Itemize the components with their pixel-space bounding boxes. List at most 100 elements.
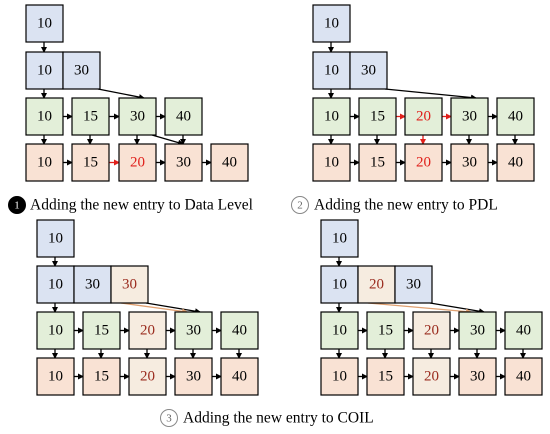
panel-4-level2-cell-4 [458, 311, 497, 350]
panel-2-level2-cell-2 [358, 97, 397, 136]
panel-2-data-cell-1 [312, 143, 351, 182]
panel-4-data-cell-3 [412, 357, 451, 396]
panel-2-root-label-1: 10 [324, 16, 339, 32]
panel-3-level1-label-2: 30 [85, 277, 100, 293]
panel-2-caption: Adding the new entry to PDL [314, 197, 498, 214]
panel-2-data-label-2: 15 [370, 155, 385, 171]
panel-4-level2-cell-5 [504, 311, 543, 350]
panel-4-data-label-1: 10 [332, 369, 347, 385]
panel-3-step-marker [160, 409, 178, 427]
panel-3-level2-cell-2 [82, 311, 121, 350]
panel-2-level1-cell-1 [312, 51, 351, 90]
panel-1-level2-fan-arrow [151, 134, 184, 146]
panel-4-level2-cell-3 [412, 311, 451, 350]
panel-2-step-marker [291, 196, 309, 214]
panel-2-data-cell-3 [404, 143, 443, 182]
panel-1-level2-label-1: 10 [37, 109, 52, 125]
panel-2-level1-fan-arrow [384, 88, 477, 101]
panel-3-data-cell-5 [220, 357, 259, 396]
panel-1-data-label-4: 30 [176, 155, 191, 171]
panel-3-level1-cell-3 [110, 265, 149, 304]
panel-1-data-cell-3 [118, 143, 157, 182]
panel-2-data-label-5: 40 [508, 155, 523, 171]
panel-4-level2-cell-2 [366, 311, 405, 350]
panel-3-data-cell-2 [82, 357, 121, 396]
panel-4-level1-fan-arrow [429, 302, 485, 315]
panel-2-data-cell-5 [496, 143, 535, 182]
panel-1-level1-label-1: 10 [37, 63, 52, 79]
panel-3-data-cell-3 [128, 357, 167, 396]
panel-4-level1-cell-2 [357, 265, 396, 304]
panel-1-level1-cell-2 [62, 51, 101, 90]
panel-4-data-cell-4 [458, 357, 497, 396]
panel-3-level1-new-arrow [120, 302, 188, 315]
panel-3-level1-label-1: 10 [48, 277, 63, 293]
panel-2-step-number: 2 [297, 200, 303, 212]
panel-2-level2-cell-5 [496, 97, 535, 136]
panel-1-data-label-3: 20 [130, 155, 145, 171]
arrows-layer [41, 42, 526, 380]
panel-4-data-label-4: 30 [470, 369, 485, 385]
panel-1-level2-cell-1 [25, 97, 64, 136]
panel-4-level1-label-3: 30 [406, 277, 421, 293]
panel-4-level2-cell-1 [320, 311, 359, 350]
panel-3-data-label-5: 40 [232, 369, 247, 385]
panel-2-level1-label-1: 10 [324, 63, 339, 79]
panel-3-level2-label-2: 15 [94, 323, 109, 339]
panel-4-level1-label-2: 20 [369, 277, 384, 293]
panel-3-level2-cell-5 [220, 311, 259, 350]
panel-1-data-cell-1 [25, 143, 64, 182]
panel-2-level2-label-3: 20 [416, 109, 431, 125]
panel-2-level2-label-5: 40 [508, 109, 523, 125]
panel-3-root-label-1: 10 [48, 231, 63, 247]
panel-1-data-cell-5 [210, 143, 249, 182]
panel-1-level2-cell-4 [164, 97, 203, 136]
panel-2-data-label-1: 10 [324, 155, 339, 171]
panel-4-level1-new-arrow [367, 302, 472, 315]
panel-3-root-cell-1 [36, 219, 75, 258]
panel-1-root-cell-1 [25, 4, 64, 43]
panel-2-level1-label-2: 30 [361, 63, 376, 79]
panel-1-level2-cell-2 [71, 97, 110, 136]
panel-3-level2-label-4: 30 [186, 323, 201, 339]
panel-1-level1-label-2: 30 [74, 63, 89, 79]
panel-2-data-label-3: 20 [416, 155, 431, 171]
panel-1-level2-cell-3 [118, 97, 157, 136]
panel-4-level2-label-1: 10 [332, 323, 347, 339]
panel-3-level1-fan-arrow [145, 302, 201, 315]
panel-2-data-label-4: 30 [462, 155, 477, 171]
panel-2-root-cell-1 [312, 4, 351, 43]
panel-4-level2-label-2: 15 [378, 323, 393, 339]
panel-4-level2-label-5: 40 [516, 323, 531, 339]
panel-4-level1-cell-3 [394, 265, 433, 304]
panel-1-level1-fan-arrow [97, 88, 145, 100]
panel-1-root-label-1: 10 [37, 16, 52, 32]
panel-2-level1-cell-2 [349, 51, 388, 90]
panel-1-level2-label-4: 40 [176, 109, 191, 125]
panel-1-level2-label-2: 15 [83, 109, 98, 125]
panel-3-data-cell-4 [174, 357, 213, 396]
panel-1-level2-label-3: 30 [130, 109, 145, 125]
panel-3-level2-label-5: 40 [232, 323, 247, 339]
panel-3-level2-label-1: 10 [48, 323, 63, 339]
panel-4-root-label-1: 10 [332, 231, 347, 247]
panel-2-level2-cell-3 [404, 97, 443, 136]
cells-layer: 10 10 30 10 15 30 40 10 15 20 30 40 10 10 30 10 15 20 30 40… [25, 4, 543, 396]
panel-3-level2-label-3: 20 [140, 323, 155, 339]
panel-1-step-marker [8, 196, 26, 214]
panel-3-level2-cell-4 [174, 311, 213, 350]
panel-3-data-label-1: 10 [48, 369, 63, 385]
panel-3-level2-cell-3 [128, 311, 167, 350]
panel-4-data-cell-5 [504, 357, 543, 396]
panel-3-step-number: 3 [166, 413, 172, 425]
panel-3-level1-label-3: 30 [122, 277, 137, 293]
panel-4-data-label-5: 40 [516, 369, 531, 385]
panel-1-step-number: 1 [14, 200, 20, 212]
panel-2-data-cell-4 [450, 143, 489, 182]
panel-1-caption: Adding the new entry to Data Level [30, 197, 253, 214]
panel-2-level2-cell-1 [312, 97, 351, 136]
panel-2-level2-label-2: 15 [370, 109, 385, 125]
panel-4-data-label-2: 15 [378, 369, 393, 385]
panel-3-level2-cell-1 [36, 311, 75, 350]
